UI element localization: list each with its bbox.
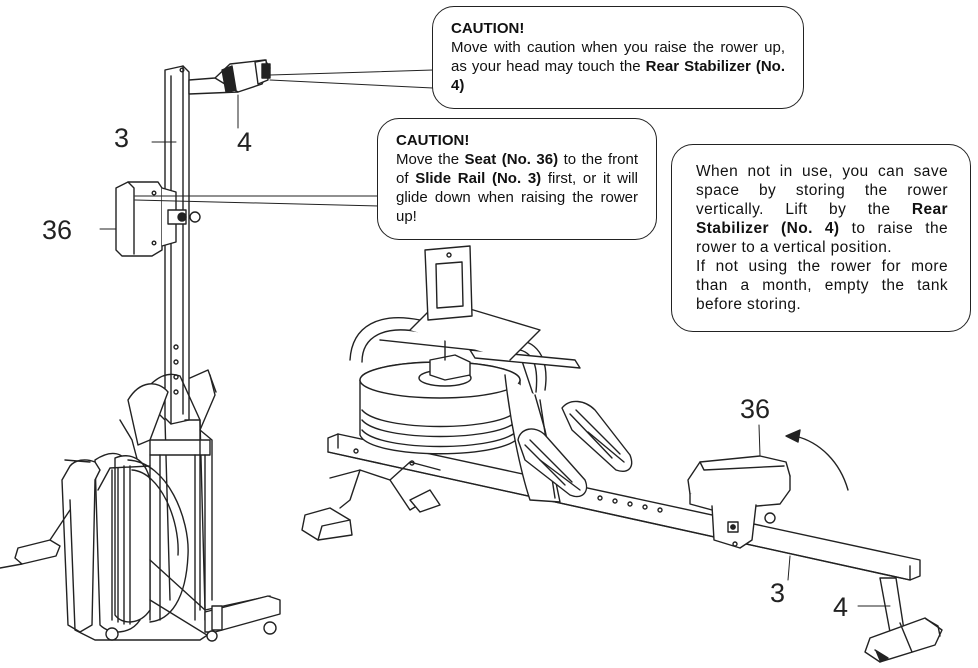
flat-footrests: [517, 400, 633, 498]
vertical-water-tank: [94, 452, 189, 633]
part-number-seat-flat: 36: [740, 394, 771, 424]
part-reference: Rear Stabilizer (No. 4): [451, 58, 785, 94]
flat-top-frame: [349, 245, 581, 401]
storage-text: When not in use, you can save space by s…: [696, 162, 948, 257]
stored-rower: [0, 59, 281, 642]
part-number-stabilizer-vertical: 4: [237, 127, 253, 157]
vertical-seat: [115, 181, 201, 257]
part-reference: Rear Stabilizer (No. 4): [696, 201, 948, 237]
caution-heading: CAUTION!: [396, 132, 470, 149]
flat-slide-rail: [327, 433, 921, 581]
vertical-slide-rail: [164, 65, 190, 425]
part-number-rail-flat: 3: [770, 578, 786, 608]
vertical-foot-plate: [0, 509, 71, 569]
raise-caution-callout: CAUTION! Move with caution when you rais…: [432, 6, 804, 109]
flat-rower: [301, 245, 943, 663]
raise-arrow-icon: [785, 429, 849, 491]
flat-water-tank: [359, 339, 521, 455]
storage-tank-note: If not using the rower for more than a m…: [696, 258, 948, 313]
part-reference: Seat (No. 36): [464, 151, 559, 168]
caution-text-part: Move the: [396, 151, 465, 168]
caution-text: Move the Seat (No. 36) to the front of S…: [396, 150, 638, 226]
flat-front-feet: [301, 489, 441, 541]
vertical-rear-stabilizer: [188, 59, 271, 95]
flat-seat: [687, 455, 791, 549]
storage-text-part: to raise the rower to a vertical positio…: [696, 220, 948, 256]
storage-text-part: When not in use, you can save space by s…: [696, 163, 948, 218]
caution-text-part: Move with caution when you raise the row…: [451, 39, 785, 75]
seat-caution-callout: CAUTION! Move the Seat (No. 36) to the f…: [377, 118, 657, 240]
caution-text-part: to the front of: [396, 151, 638, 187]
part-number-stabilizer-flat: 4: [833, 592, 849, 622]
caution-text-part: first, or it will glide down when raisin…: [396, 170, 638, 225]
flat-rear-stabilizer: [864, 577, 943, 663]
part-reference: Slide Rail (No. 3): [415, 170, 542, 187]
caution-heading: CAUTION!: [451, 20, 525, 37]
storage-instructions-callout: When not in use, you can save space by s…: [671, 144, 971, 332]
part-number-seat-vertical: 36: [42, 215, 73, 245]
leader-lines: [99, 69, 891, 607]
part-number-rail-vertical: 3: [114, 123, 130, 153]
caution-text: Move with caution when you raise the row…: [451, 38, 785, 95]
vertical-base-frame: [61, 459, 281, 642]
